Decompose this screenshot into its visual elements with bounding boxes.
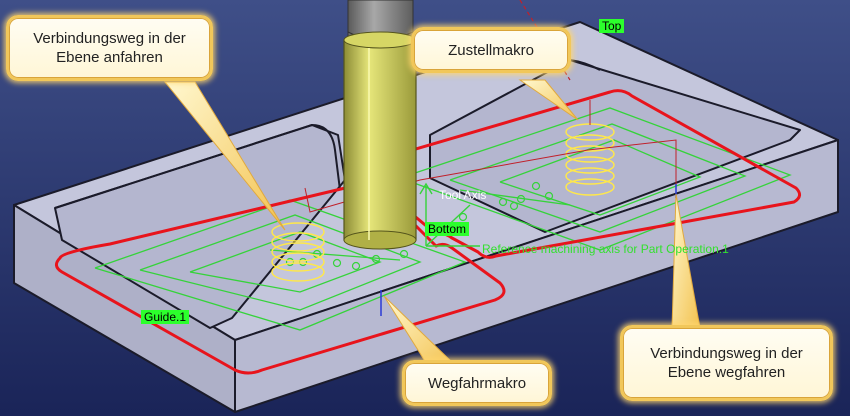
guide-label: Guide.1 — [141, 310, 190, 324]
callout-approach-plane: Verbindungsweg in der Ebene anfahren — [6, 15, 213, 81]
part-right-face — [234, 139, 839, 413]
cutting-tool — [343, 0, 417, 250]
tool-axis-label: Tool Axis — [439, 188, 487, 202]
bottom-label: Bottom — [425, 222, 470, 236]
callout-retract-macro: Wegfahrmakro — [402, 360, 552, 406]
callout-retract-plane: Verbindungsweg in der Ebene wegfahren — [620, 325, 833, 401]
reference-axis-label: Reference machining axis for Part Operat… — [482, 242, 729, 256]
leader-approach-plane — [163, 81, 286, 231]
toolpath-green — [94, 107, 792, 331]
toolpath-points — [285, 181, 554, 271]
callout-feed-macro: Zustellmakro — [411, 27, 571, 73]
connection-lines — [304, 100, 677, 213]
tool-body — [343, 39, 417, 241]
helix-right — [565, 123, 615, 196]
callout-leaders — [163, 79, 701, 367]
top-label: Top — [599, 19, 625, 33]
helix-left — [271, 222, 325, 282]
leader-feed-macro — [518, 79, 579, 121]
